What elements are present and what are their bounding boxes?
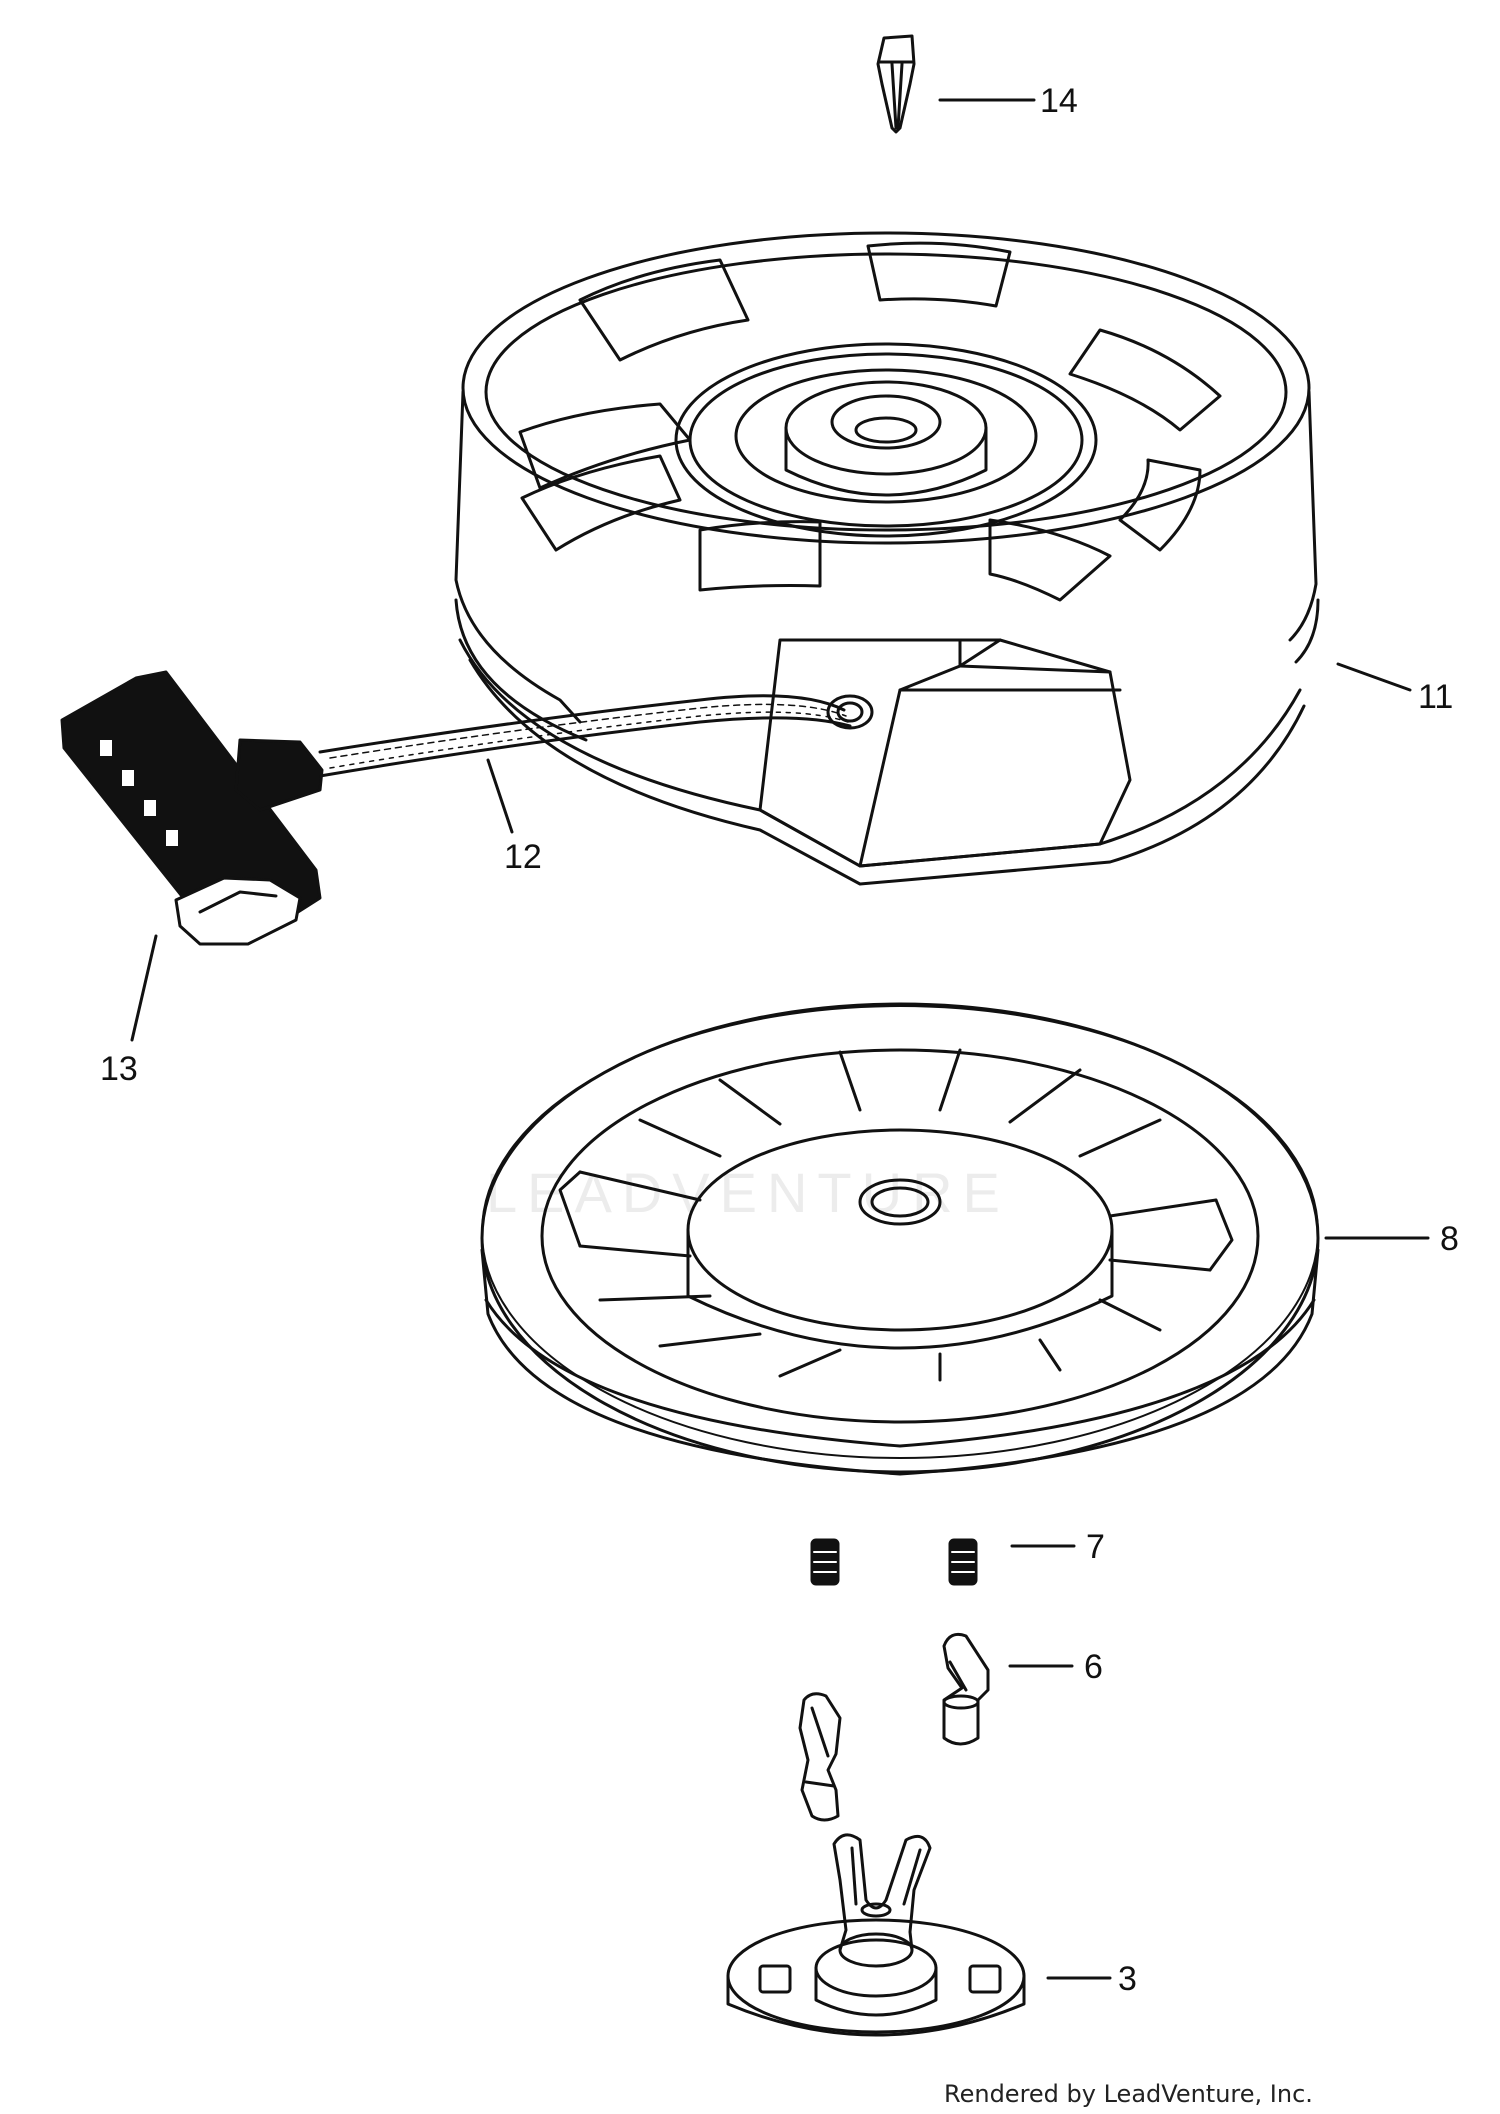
part-13-handle: [60, 670, 324, 1042]
callout-13: 13: [100, 1050, 138, 1088]
leader-line-12: [486, 758, 514, 834]
part-11-starter-housing: [454, 231, 1412, 886]
callout-6: 6: [1084, 1648, 1103, 1686]
leader-line-13: [130, 934, 158, 1042]
callout-12: 12: [504, 838, 542, 876]
part-12-rope: [318, 694, 852, 834]
callout-3: 3: [1118, 1960, 1137, 1998]
callout-14: 14: [1040, 82, 1078, 120]
callout-7: 7: [1086, 1528, 1105, 1566]
leader-line-11: [1336, 662, 1412, 692]
callout-8: 8: [1440, 1220, 1459, 1258]
part-6-pawls: [798, 1632, 1074, 1822]
part-3-hub-retainer: [726, 1833, 1112, 2037]
callout-11: 11: [1418, 678, 1454, 716]
part-8-pulley: [480, 1002, 1430, 1476]
part-14-pin: [876, 34, 1036, 134]
part-7-springs: [810, 1538, 1076, 1586]
rendered-by-credit: Rendered by LeadVenture, Inc.: [944, 2080, 1313, 2108]
